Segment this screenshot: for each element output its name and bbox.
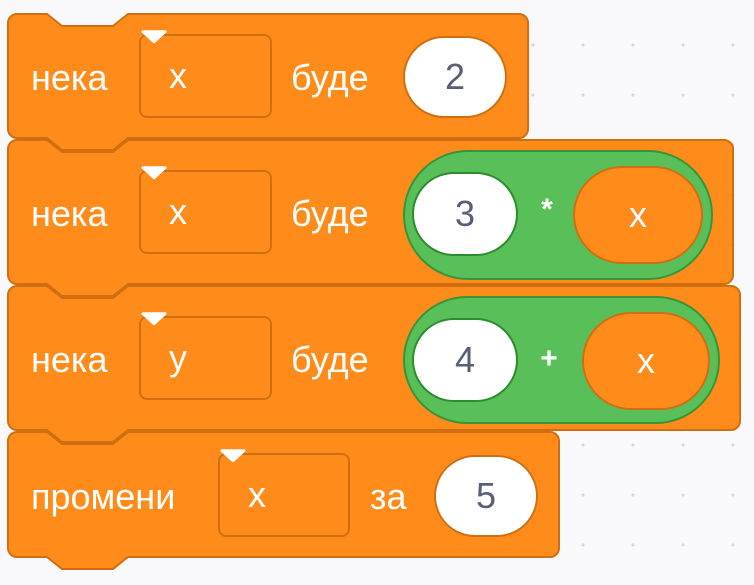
variable-reporter-x[interactable]: x xyxy=(573,166,703,264)
variable-dropdown-1[interactable]: x xyxy=(139,30,272,118)
multiply-operator: * xyxy=(541,193,553,226)
variable-name: x xyxy=(169,55,187,96)
variable-name: x xyxy=(248,474,266,515)
block-2-connector: буде xyxy=(291,193,369,234)
value-input-4[interactable]: 5 xyxy=(434,455,538,537)
caret-down-icon xyxy=(141,166,167,180)
block-4-connector: за xyxy=(370,476,407,517)
variable-dropdown-3[interactable]: y xyxy=(139,312,272,400)
block-3-label: нека xyxy=(31,339,108,380)
block-1-label: нека xyxy=(31,57,108,98)
block-1-connector: буде xyxy=(291,57,369,98)
variable-name: x xyxy=(169,191,187,232)
left-operand-input[interactable]: 3 xyxy=(412,172,518,256)
add-operator: + xyxy=(540,342,558,375)
variable-reporter-x[interactable]: x xyxy=(582,312,710,410)
variable-dropdown-2[interactable]: x xyxy=(139,166,272,254)
caret-down-icon xyxy=(141,30,167,44)
caret-down-icon xyxy=(141,312,167,326)
block-4-label: промени xyxy=(31,476,176,517)
block-2-label: нека xyxy=(31,193,108,234)
block-3-connector: буде xyxy=(291,339,369,380)
caret-down-icon xyxy=(220,449,246,463)
left-operand-input[interactable]: 4 xyxy=(412,318,518,402)
value-input-1[interactable]: 2 xyxy=(403,36,507,118)
variable-name: y xyxy=(169,337,187,378)
variable-dropdown-4[interactable]: x xyxy=(218,449,350,537)
